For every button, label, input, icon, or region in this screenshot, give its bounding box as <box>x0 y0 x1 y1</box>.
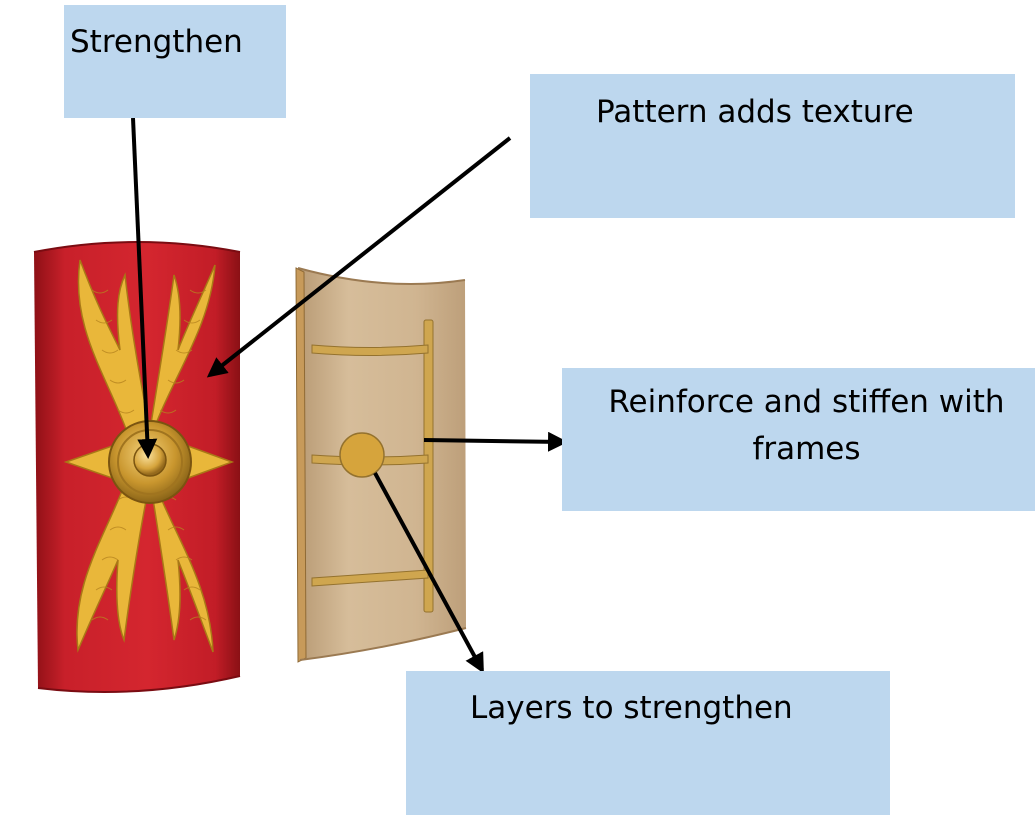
shield-boss-knob <box>134 444 166 476</box>
label-reinforce: Reinforce and stiffen with frames <box>562 368 1035 511</box>
label-reinforce-text: Reinforce and stiffen with frames <box>608 384 1004 467</box>
label-pattern-text: Pattern adds texture <box>596 94 914 130</box>
label-layers-text: Layers to strengthen <box>470 690 793 726</box>
label-strengthen: Strengthen <box>64 5 286 118</box>
inner-boss <box>340 433 384 477</box>
label-strengthen-text: Strengthen <box>70 24 243 60</box>
label-pattern: Pattern adds texture <box>530 74 1015 218</box>
arrow-reinforce <box>424 440 564 442</box>
label-layers: Layers to strengthen <box>406 671 890 815</box>
